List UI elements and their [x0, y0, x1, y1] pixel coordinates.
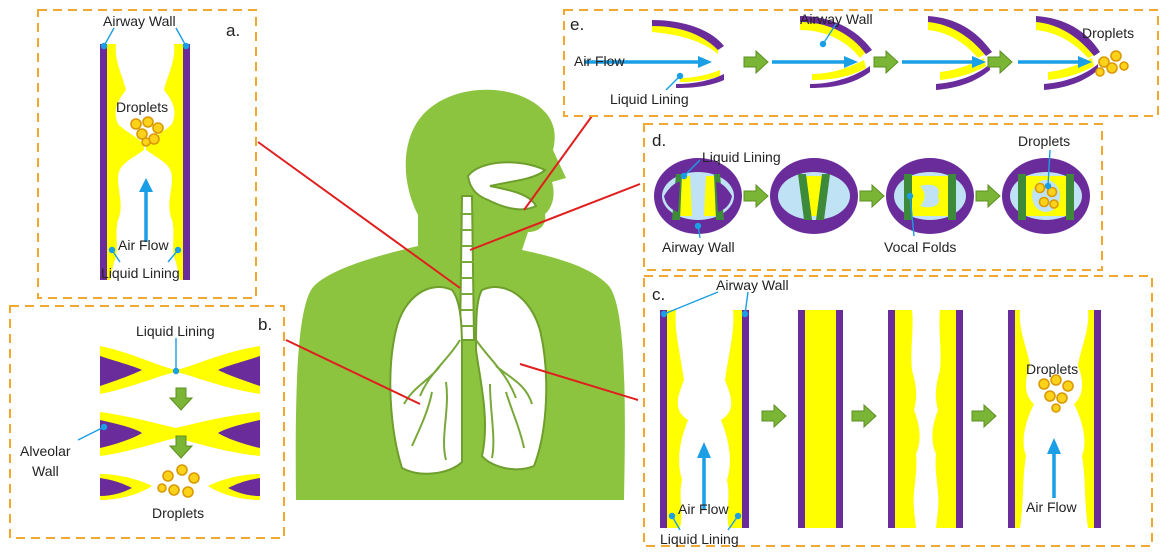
- glottis-stage-1: [652, 20, 724, 88]
- glottis-stage-3: [928, 16, 992, 90]
- airway-stage-1: [660, 292, 749, 530]
- label-droplets-a: Droplets: [116, 99, 168, 115]
- label-airway-wall-e: Airway Wall: [800, 11, 873, 27]
- panel-c: c.: [644, 276, 1152, 547]
- label-air-flow-c-right: Air Flow: [1026, 499, 1077, 515]
- airway-stage-3: [888, 310, 963, 528]
- panel-d: d.: [644, 124, 1102, 270]
- label-liquid-lining-e: Liquid Lining: [610, 91, 689, 107]
- label-droplets-c: Droplets: [1026, 361, 1078, 377]
- vocal-folds-stage-2: [770, 158, 858, 234]
- label-liquid-lining-c: Liquid Lining: [660, 531, 739, 547]
- vocal-folds-stage-3: [886, 158, 974, 234]
- label-liquid-lining-b: Liquid Lining: [136, 323, 215, 339]
- label-droplets-e: Droplets: [1082, 25, 1134, 41]
- vocal-folds-stage-1: [654, 158, 742, 234]
- label-airway-wall-c: Airway Wall: [716, 277, 789, 293]
- label-air-flow-a: Air Flow: [118, 237, 169, 253]
- alveolus-row-3: [100, 465, 260, 500]
- label-airway-wall-a: Airway Wall: [103, 13, 176, 29]
- droplets-cluster-c: [1039, 375, 1073, 412]
- panel-b-tag: b.: [258, 315, 272, 334]
- alveolus-row-1: [100, 346, 260, 394]
- airway-stage-4: [1008, 310, 1101, 528]
- label-alveolar-wall-b1: Alveolar: [20, 443, 71, 459]
- panel-b: b.: [10, 306, 284, 538]
- panel-d-tag: d.: [652, 131, 666, 150]
- label-liquid-lining-d: Liquid Lining: [702, 149, 781, 165]
- droplets-cluster-b: [158, 465, 199, 497]
- panel-a-tag: a.: [226, 21, 240, 40]
- label-airway-wall-d: Airway Wall: [662, 239, 735, 255]
- label-vocal-folds-d: Vocal Folds: [884, 239, 956, 255]
- airway-stage-2: [798, 310, 843, 528]
- label-droplets-b: Droplets: [152, 505, 204, 521]
- label-alveolar-wall-b2: Wall: [32, 463, 59, 479]
- label-air-flow-c-left: Air Flow: [678, 501, 729, 517]
- panel-c-tag: c.: [652, 285, 665, 304]
- panel-e-tag: e.: [570, 15, 584, 34]
- label-liquid-lining-a: Liquid Lining: [101, 265, 180, 281]
- panel-e: e.: [564, 10, 1158, 116]
- label-droplets-d: Droplets: [1018, 133, 1070, 149]
- droplets-cluster-e: [1096, 51, 1128, 76]
- label-air-flow-e: Air Flow: [574, 53, 625, 69]
- human-torso-figure: [296, 90, 625, 500]
- trachea: [460, 196, 474, 340]
- vocal-folds-stage-4: [1002, 158, 1090, 234]
- panel-a: a. Airway Wall Droplets Air Flow: [38, 10, 256, 298]
